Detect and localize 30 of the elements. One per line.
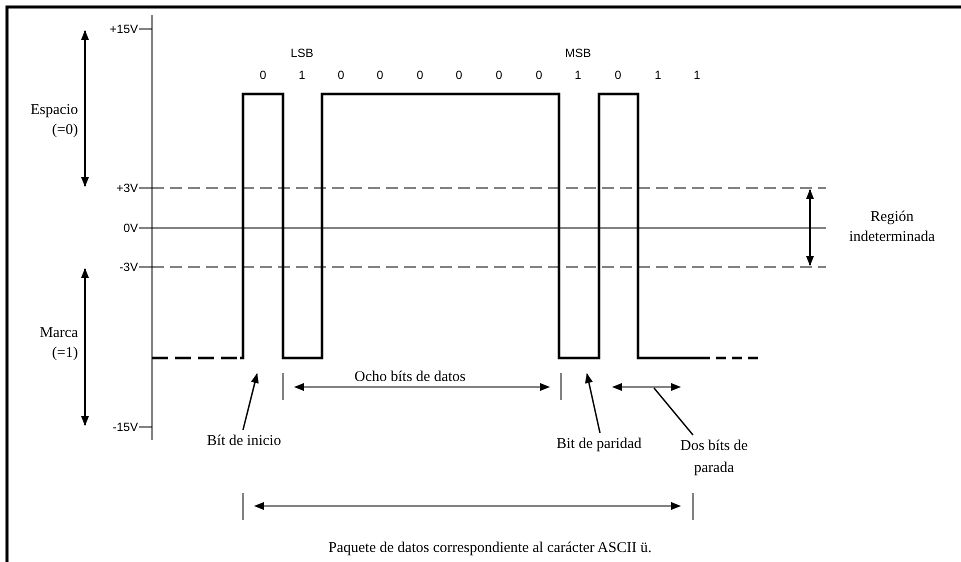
bit-value: 0 — [376, 68, 384, 82]
bit-value: 0 — [258, 68, 268, 82]
voltage-label: +3V — [115, 181, 138, 195]
bit-value: 0 — [614, 68, 622, 82]
voltage-label: +15V — [108, 22, 138, 36]
voltage-label: 0V — [122, 221, 138, 235]
bit-value: 0 — [494, 68, 504, 82]
bit-value: 1 — [654, 68, 662, 82]
bit-value: 1 — [574, 68, 582, 82]
caption: Paquete de datos correspondiente al carácter ASCII ü. — [327, 539, 653, 558]
bit-value: 0 — [534, 68, 544, 82]
leader-line — [242, 373, 259, 430]
leader-line — [653, 388, 694, 436]
annotation-label: Bit de paridad — [533, 433, 665, 453]
voltage-label: -3V — [118, 260, 138, 274]
annotation-label: Marca (=1) — [38, 324, 78, 363]
bit-value: 0 — [454, 68, 464, 82]
bit-value: 0 — [416, 68, 424, 82]
bit-value: MSB — [564, 46, 592, 60]
bit-value: 0 — [336, 68, 346, 82]
annotation-label: Región indeterminada — [848, 208, 936, 247]
leader-line — [585, 373, 601, 434]
bit-value: LSB — [290, 46, 314, 60]
bit-value: 1 — [298, 68, 306, 82]
voltage-label: -15V — [112, 420, 138, 434]
annotation-label: Espacio (=0) — [30, 101, 78, 140]
annotation-label: Dos bíts de parada — [668, 435, 760, 479]
bit-value: 1 — [692, 68, 702, 82]
annotation-label: Bít de inicio — [188, 430, 300, 450]
annotation-label: Ocho bíts de datos — [353, 368, 467, 387]
